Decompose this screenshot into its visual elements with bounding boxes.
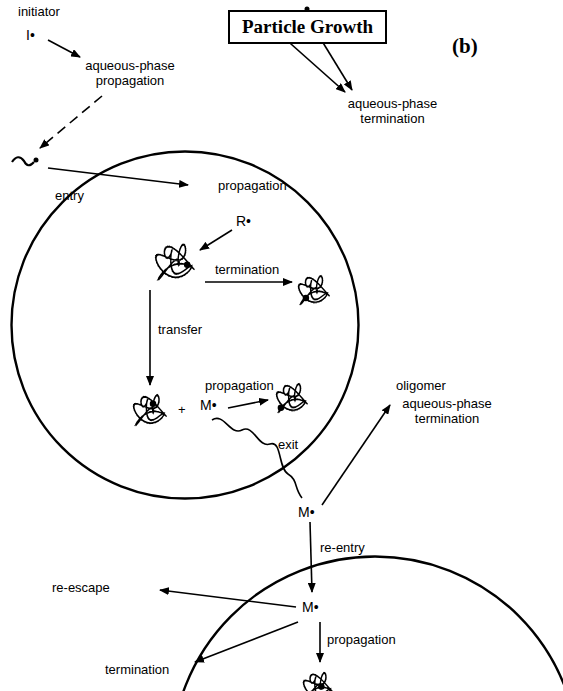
label: entry [55,188,84,203]
arrow [160,590,296,607]
arrow [322,405,390,505]
polymer-coil [276,384,307,412]
title-box: Particle Growth [228,10,387,44]
circle-outline [170,555,563,691]
particle-outline [172,557,563,691]
arrow [200,230,232,250]
dashed-arrow [40,96,102,148]
particle-label: M• [302,600,319,615]
radical [12,157,34,165]
particle-label: M• [200,398,217,413]
particle-label: R• [236,214,251,229]
particle-label: + [178,402,186,417]
particle-label: propagation [205,378,274,393]
label: aqueous-phase termination [392,396,502,426]
particle-label: propagation [327,632,396,647]
arrow [228,400,268,408]
label: (b) [452,34,478,58]
particle-circle: M• propagation [170,555,563,691]
arrow [310,522,312,592]
arrow [205,281,292,283]
entry-arrow [48,168,188,185]
particle-label: transfer [158,322,202,337]
label: I• [26,28,35,43]
radical-end [319,684,324,689]
particle-label: propagation [218,178,287,193]
radical-end [150,401,155,406]
polymer-coil [156,244,195,279]
radical-end [185,262,190,267]
polymer-coil [133,395,166,425]
exit-path [212,418,302,498]
label: aqueous-phase termination [330,96,455,126]
particle-outline [12,152,359,499]
label: re-escape [52,580,110,595]
radical-dot [34,158,39,163]
polymer-coil [303,673,332,691]
label: oligomer [396,378,446,393]
arrow [319,622,321,662]
particle-label: termination [215,262,279,277]
title-text: Particle Growth [242,16,373,37]
label: M• [298,505,315,520]
arrow [48,40,80,57]
radical-end [303,295,308,300]
arrow [149,290,151,385]
particle-label: exit [278,437,298,452]
label: aqueous-phase propagation [70,58,190,88]
label: initiator [18,4,60,19]
polymer-coil [298,276,329,304]
label: termination [105,662,169,677]
label: re-entry [320,540,365,555]
radical-end [278,405,283,410]
